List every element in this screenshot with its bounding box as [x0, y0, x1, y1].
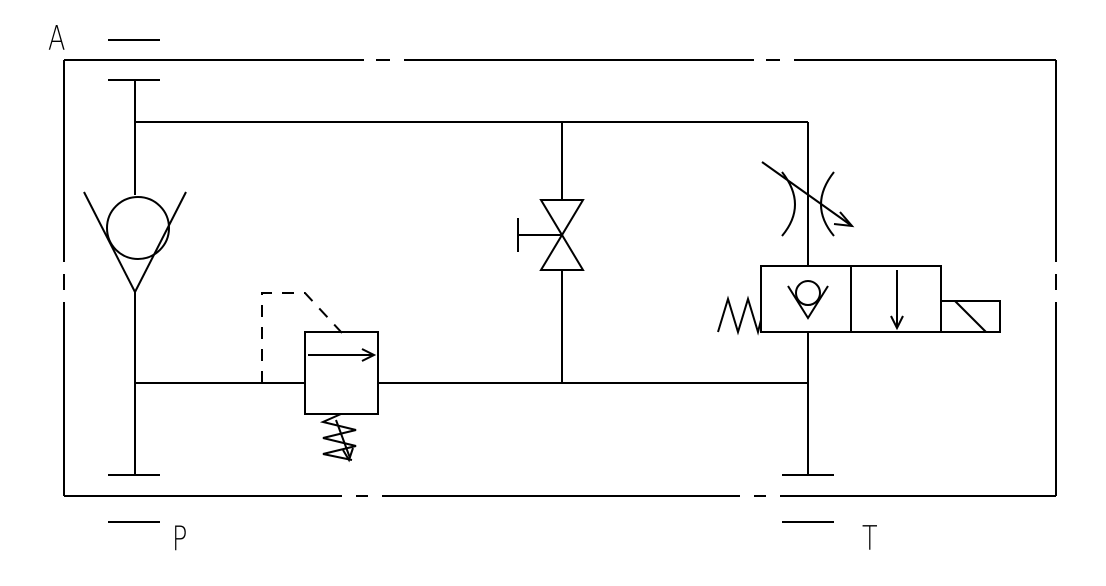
check-valve [83, 191, 187, 293]
port-t-label: T [862, 519, 878, 559]
port-p-label: P [172, 519, 188, 559]
pressure-relief-valve [261, 292, 379, 463]
spring-adjust-arrow [335, 419, 351, 459]
adjustable-throttle-valve [761, 161, 855, 237]
valve-seat-ball [795, 280, 821, 306]
return-spring [717, 295, 762, 336]
solenoid-directional-valve [717, 265, 1001, 336]
port-a-label: A [48, 19, 66, 59]
relief-spring [319, 413, 357, 461]
flow-lines [134, 80, 809, 475]
throttle-adjust-arrow [761, 161, 853, 227]
pilot-line [261, 292, 343, 383]
port-markers [108, 39, 834, 523]
shutoff-valve [517, 199, 585, 271]
solenoid-actuator [940, 300, 1001, 333]
manifold-boundary [63, 59, 1057, 497]
check-valve-ball [106, 196, 170, 260]
relief-valve-body [304, 331, 379, 415]
